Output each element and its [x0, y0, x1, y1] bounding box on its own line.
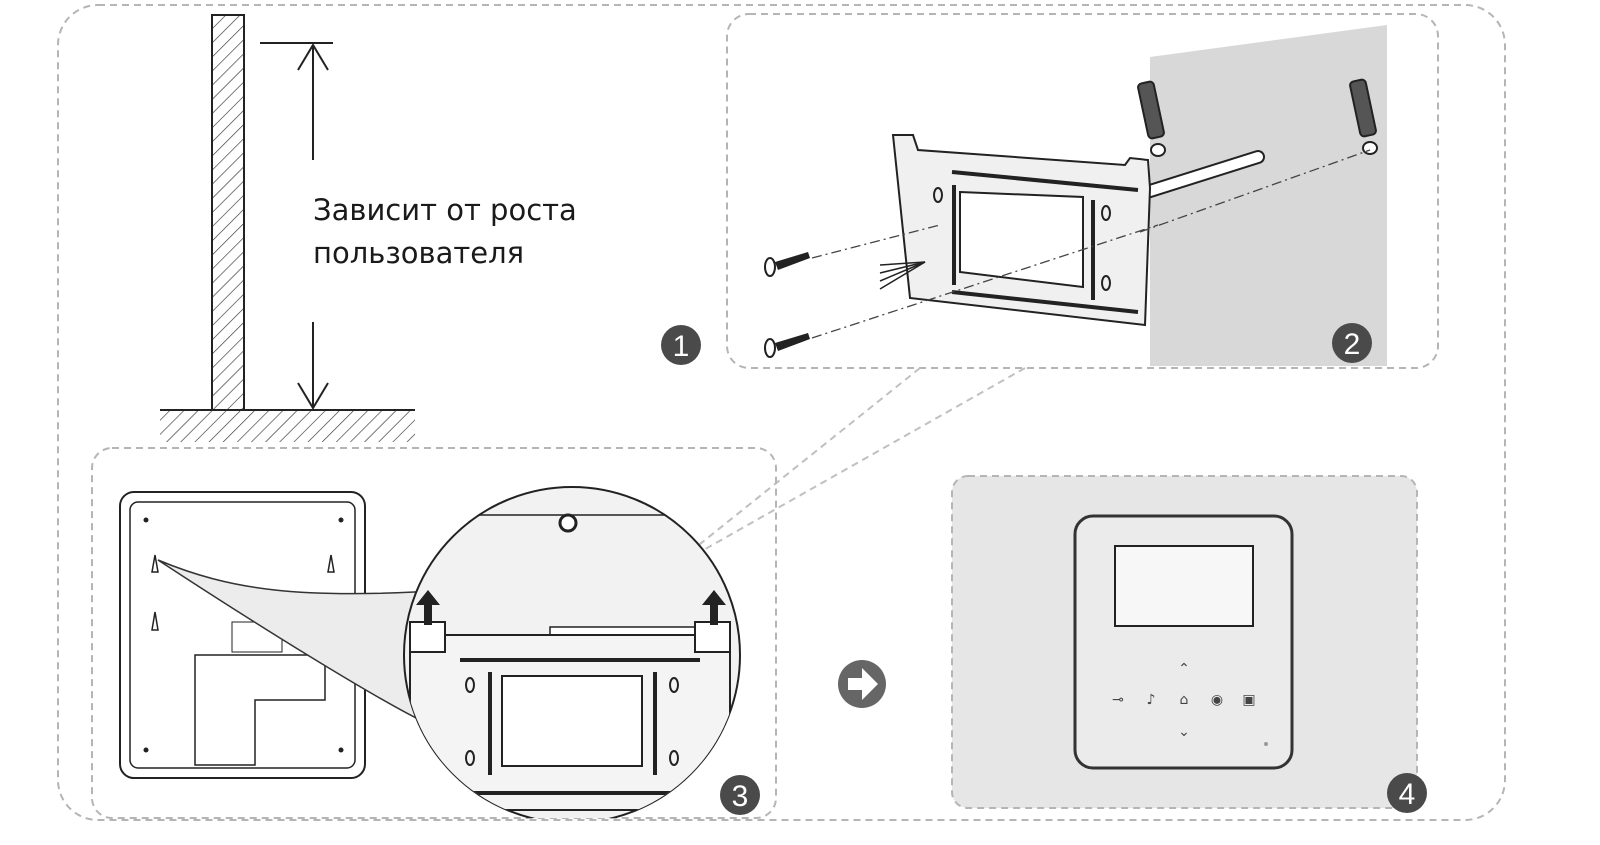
- next-arrow-icon: [838, 660, 886, 708]
- mounting-bracket: [891, 134, 1152, 327]
- record-icon[interactable]: ◉: [1211, 692, 1223, 708]
- wall-surface: [1150, 25, 1387, 366]
- bracket-mounting-panel: [726, 13, 1439, 369]
- up-chevron-icon[interactable]: ⌃: [1178, 661, 1190, 677]
- step-badge-3: 3: [720, 775, 760, 815]
- music-note-icon[interactable]: ♪: [1147, 692, 1156, 708]
- monitor-screen: [1114, 545, 1254, 627]
- monitor-back: [119, 491, 366, 779]
- cable-wires: [879, 261, 926, 290]
- step-badge-1: 1: [661, 325, 701, 365]
- status-led: [1264, 742, 1268, 746]
- step-badge-4: 4: [1387, 773, 1427, 813]
- home-icon[interactable]: ⌂: [1180, 692, 1189, 708]
- svg-text:1: 1: [673, 330, 690, 363]
- height-label-line1: Зависит от роста: [313, 193, 577, 227]
- down-chevron-icon[interactable]: ⌄: [1178, 724, 1190, 740]
- mount-height-figure: Зависит от роста пользователя: [160, 14, 577, 442]
- svg-text:4: 4: [1399, 778, 1416, 811]
- outer-frame: [57, 4, 1506, 821]
- key-icon[interactable]: ⊸: [1112, 692, 1124, 708]
- wall-anchor: [1137, 78, 1378, 157]
- photo-icon[interactable]: ▣: [1242, 692, 1255, 708]
- screw: [764, 252, 810, 358]
- up-arrow-icon: [416, 590, 726, 625]
- monitor-attach-panel: [91, 447, 777, 819]
- svg-text:2: 2: [1344, 328, 1361, 361]
- monitor-buttons: ⌃ ⊸ ♪ ⌂ ◉ ▣ ⌄: [1112, 661, 1255, 740]
- step-badge-2: 2: [1332, 323, 1372, 363]
- floor: [160, 410, 415, 442]
- mounted-monitor-panel: [951, 475, 1418, 809]
- height-label-line2: пользователя: [313, 236, 524, 270]
- wall: [211, 14, 245, 411]
- svg-text:3: 3: [732, 780, 749, 813]
